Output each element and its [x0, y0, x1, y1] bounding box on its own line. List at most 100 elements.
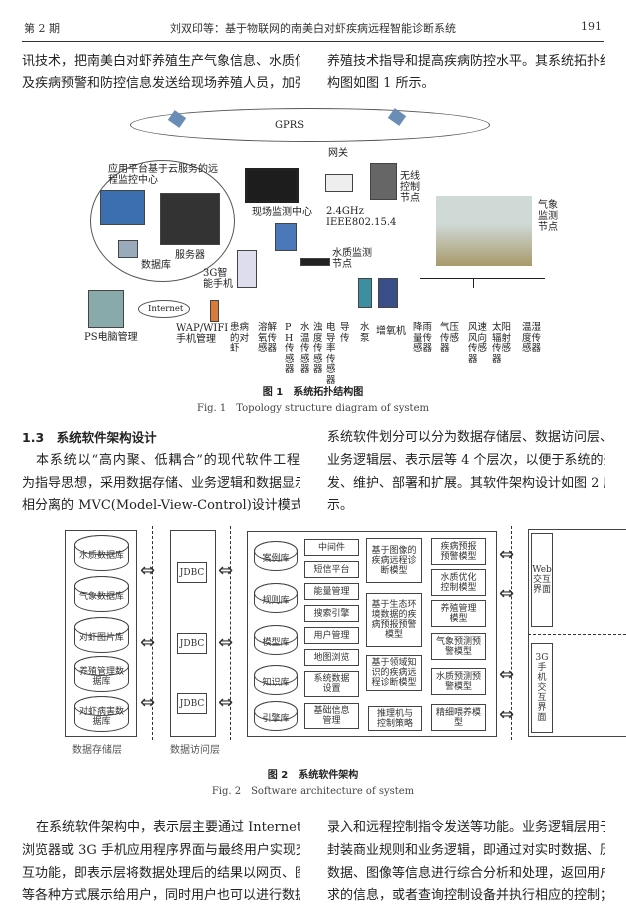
figure2-caption-en: Fig. 2 Software architecture of system — [211, 786, 415, 797]
server-icon — [160, 193, 220, 245]
intro-line: 构图如图 1 所示。 — [327, 76, 435, 91]
bidirectional-arrow: ⇔ — [140, 692, 156, 713]
sensor-label: 电导率传感器 — [326, 322, 336, 386]
layer-divider — [230, 526, 231, 740]
service-box: 基础信息管理 — [304, 703, 359, 729]
sensor-label: 患病的对虾 — [230, 322, 250, 354]
database-label: 数据库 — [141, 260, 171, 271]
database-icon — [118, 240, 138, 258]
bidirectional-arrow: ⇔ — [218, 692, 234, 713]
body-line: 等各种方式展示给用户，同时用户也可以进行数据 — [22, 888, 300, 903]
model-box: 疾病预报预警模型 — [431, 538, 486, 565]
site-center-label: 现场监测中心 — [252, 207, 312, 218]
bidirectional-arrow: ⇔ — [499, 544, 515, 565]
phone-label: 3G智能手机 — [203, 268, 233, 290]
layer-divider — [511, 526, 512, 740]
running-title: 刘双印等：基于物联网的南美白对虾疾病远程智能诊断系统 — [170, 22, 456, 35]
internet-cloud — [138, 300, 190, 318]
gateway-icon — [325, 174, 353, 192]
sensor-label: 导传 — [340, 322, 350, 344]
topology-figure: GPRS 应用平台基于云服务的远程监控中心 服务器 数据库 现场监测中心 网关 … — [60, 108, 560, 385]
bidirectional-arrow: ⇔ — [218, 632, 234, 653]
sensor-label: 温湿度传感器 — [522, 322, 542, 354]
model-box: 养殖管理模型 — [431, 600, 486, 627]
body-line: 发、维护、部署和扩展。其软件架构设计如图 2 所 — [327, 476, 605, 491]
bidirectional-arrow: ⇔ — [218, 560, 234, 581]
body-line: 数据、图像等信息进行综合分析和处理，返回用户请 — [327, 866, 605, 881]
weather-station-photo — [436, 196, 532, 266]
lib-cylinder: 引擎库 — [254, 701, 298, 731]
bidirectional-arrow: ⇔ — [499, 664, 515, 685]
diagnosis-model-box: 基于领域知识的疾病远程诊断模型 — [366, 655, 422, 691]
db-cylinder: 水质数据库 — [74, 535, 129, 571]
server-label: 服务器 — [175, 250, 205, 261]
diagnosis-model-box: 基于生态环境数据的疾病预报预警模型 — [366, 593, 422, 647]
jdbc-box: JDBC — [177, 633, 207, 654]
access-layer-box — [170, 530, 216, 737]
bidirectional-arrow: ⇔ — [499, 704, 515, 725]
lib-cylinder: 模型库 — [254, 625, 298, 655]
water-node-label: 水质监测节点 — [332, 248, 372, 270]
sensor-label: 浊度传感器 — [313, 322, 323, 375]
ui-divider — [528, 634, 626, 635]
db-cylinder: 对虾图片库 — [74, 617, 129, 653]
business-layer-box — [247, 531, 497, 737]
sensor-label: 太阳辐射传感器 — [492, 322, 512, 365]
service-box: 用户管理 — [304, 627, 359, 644]
aerator-icon — [378, 278, 398, 308]
model-box: 水质预测预警模型 — [431, 668, 486, 695]
header-rule — [22, 41, 604, 42]
service-box: 能量管理 — [304, 583, 359, 600]
bidirectional-arrow: ⇔ — [140, 632, 156, 653]
smartphone-icon — [237, 250, 257, 288]
service-box: 地图浏览 — [304, 649, 359, 666]
lib-cylinder: 知识库 — [254, 665, 298, 695]
platform-label: 应用平台基于云服务的远程监控中心 — [108, 164, 218, 186]
jdbc-box: JDBC — [177, 693, 207, 714]
sensor-label: 降雨量传感器 — [413, 322, 433, 354]
body-line: 浏览器或 3G 手机应用程序界面与最终用户实现交 — [22, 843, 300, 858]
pc-label: PS电脑管理 — [84, 332, 138, 343]
internet-label: Internet — [148, 304, 184, 314]
intro-line: 养殖技术指导和提高疾病防控水平。其系统拓扑结 — [327, 54, 605, 69]
intro-line: 讯技术，把南美白对虾养殖生产气象信息、水质信息 — [22, 54, 300, 69]
db-cylinder: 对虾病害数据库 — [74, 696, 129, 732]
sensor-label: 风速风向传感器 — [468, 322, 488, 365]
gateway-label: 网关 — [328, 148, 348, 159]
body-line: 系统软件划分可以分为数据存储层、数据访问层、 — [327, 430, 605, 445]
model-box: 水质优化控制模型 — [431, 569, 486, 596]
body-line: 示。 — [327, 498, 354, 513]
body-line: 为指导思想，采用数据存储、业务逻辑和数据显示 — [22, 476, 300, 491]
db-cylinder: 气象数据库 — [74, 576, 129, 612]
control-box-icon — [370, 163, 397, 200]
weather-node-label: 气象监测节点 — [538, 200, 558, 233]
page-number: 191 — [581, 20, 602, 33]
layer-label: 数据访问层 — [170, 745, 220, 756]
body-line: 本系统以“高内聚、低耦合”的现代软件工程 — [36, 453, 300, 468]
sensor-label: PH传感器 — [285, 322, 295, 375]
lib-cylinder: 规则库 — [254, 583, 298, 613]
sensor-label: 溶解氧传感器 — [258, 322, 278, 354]
bidirectional-arrow: ⇔ — [499, 583, 515, 604]
site-monitor-icon — [245, 168, 299, 203]
lib-cylinder: 案例库 — [254, 541, 298, 571]
service-box: 搜索引擎 — [304, 605, 359, 622]
layer-divider — [152, 526, 153, 740]
water-node-icon — [300, 258, 330, 266]
water-sensor-icon — [275, 223, 297, 251]
figure1-caption-cn: 图 1 系统拓扑结构图 — [262, 387, 364, 398]
body-line: 互功能，即表示层将数据处理后的结果以网页、图表 — [22, 866, 300, 881]
figure1-caption-en: Fig. 1 Topology structure diagram of sys… — [197, 403, 429, 414]
service-box: 系统数据设置 — [304, 671, 359, 697]
pc-user-icon — [88, 290, 124, 328]
pump-label: 水泵 — [360, 322, 370, 344]
model-box: 精细喂养模型 — [431, 704, 486, 731]
gprs-label: GPRS — [275, 120, 305, 131]
sensor-bus-line — [420, 278, 545, 279]
wap-phone-icon — [210, 300, 219, 322]
body-line: 封装商业规则和业务逻辑，即通过对实时数据、历史 — [327, 843, 605, 858]
sensor-bus-line — [473, 278, 474, 288]
web-ui-box: Web交互界面 — [531, 533, 553, 627]
sensor-label: 气压传感器 — [440, 322, 460, 354]
model-box: 气象预测预警模型 — [431, 633, 486, 660]
